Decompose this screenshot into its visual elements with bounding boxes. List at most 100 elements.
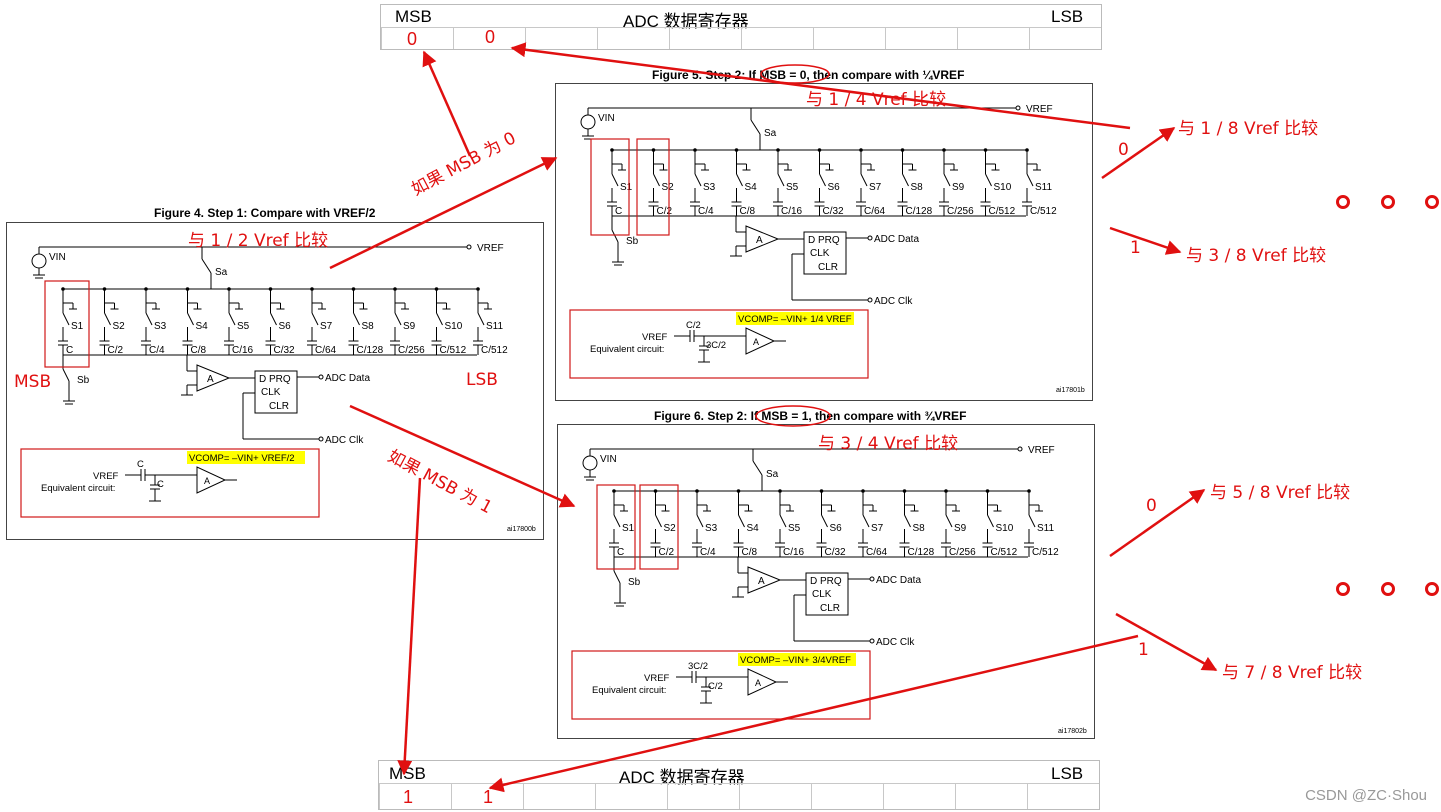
capacitor-label: C/256 <box>947 206 974 217</box>
eq-vref-label: VREF <box>93 471 119 482</box>
switch-label: S4 <box>745 182 758 193</box>
switch-label: S9 <box>952 182 965 193</box>
switch-label: S1 <box>620 182 633 193</box>
switch-label: S2 <box>113 321 126 332</box>
switch <box>819 173 826 187</box>
eq-cap2-label: 3C/2 <box>706 340 726 351</box>
switch <box>945 514 953 528</box>
register-msb-label: MSB <box>389 764 426 783</box>
register-lsb-label: LSB <box>1051 7 1084 26</box>
switch <box>943 173 951 187</box>
fig5-circuit: VINVREFSaS1CS2C/2S3C/4S4C/8S5C/16S6C/32S… <box>569 104 1085 394</box>
switch-label: S6 <box>830 523 843 534</box>
switch <box>862 514 870 528</box>
eq-comparator-label: A <box>755 678 761 688</box>
node <box>1027 489 1031 493</box>
vcomp-label: VCOMP= –VIN+ 1/4 VREF <box>738 314 852 325</box>
node <box>902 489 907 493</box>
if-msb-0-label: 如果 MSB 为 0 <box>408 128 520 201</box>
capacitor-label: C/32 <box>825 547 847 558</box>
sa-label: Sa <box>215 267 228 278</box>
node <box>393 287 397 291</box>
switch <box>1028 514 1036 528</box>
node <box>819 489 824 493</box>
node <box>310 287 314 291</box>
switch-label: S3 <box>703 182 716 193</box>
clk-label: CLK <box>810 248 830 259</box>
switch-label: S7 <box>320 321 333 332</box>
register-bit: 0 <box>407 29 418 49</box>
switch-label: S10 <box>445 321 463 332</box>
switch-label: S4 <box>747 523 760 534</box>
capacitor-label: C/128 <box>908 547 935 558</box>
comparator <box>196 364 231 392</box>
dff-label: D PRQ <box>810 576 842 587</box>
switch-label: S4 <box>196 321 209 332</box>
vref-terminal <box>1015 105 1021 111</box>
arrow-to-top-msb <box>422 50 472 157</box>
switch <box>696 514 704 528</box>
switch-label: S11 <box>1035 182 1052 193</box>
switch <box>311 312 319 326</box>
capacitor-label: C/64 <box>866 547 888 558</box>
switch <box>394 312 402 326</box>
eq-vref-label: VREF <box>644 673 670 684</box>
sb-switch <box>62 368 70 382</box>
node <box>610 148 614 152</box>
dff-label: D PRQ <box>259 374 291 385</box>
node <box>985 489 990 493</box>
switch <box>270 312 277 326</box>
d-flip-flop <box>805 572 849 616</box>
switch <box>477 312 485 326</box>
node <box>695 489 699 493</box>
node <box>861 489 865 493</box>
capacitor-label: C/256 <box>398 345 425 356</box>
capacitor-label: C/2 <box>659 547 675 558</box>
capacitor-label: C/16 <box>781 206 803 217</box>
d-flip-flop <box>803 231 847 275</box>
register-bit: 0 <box>485 27 496 47</box>
switch <box>436 312 443 326</box>
adc-clk-terminal <box>318 436 324 442</box>
vin-label: VIN <box>600 454 617 465</box>
sa-label: Sa <box>764 128 777 139</box>
switch-label: S9 <box>403 321 416 332</box>
eq-comparator <box>745 327 776 355</box>
switch <box>353 312 360 326</box>
equivalent-circuit-box <box>569 309 869 379</box>
register-msb-label: MSB <box>395 7 432 26</box>
branch-bit-0: 0 <box>1146 496 1157 516</box>
adc-data-terminal <box>867 235 873 241</box>
eq-cap1-label: C/2 <box>686 320 701 331</box>
highlight-box <box>639 484 679 570</box>
comparator-label: A <box>758 576 765 587</box>
switch-label: S5 <box>786 182 799 193</box>
fig6-annotation: 与 3 / 4 Vref 比较 <box>818 434 959 454</box>
node <box>778 489 782 493</box>
switch <box>611 173 619 187</box>
node <box>817 148 822 152</box>
adc-data-label: ADC Data <box>325 373 370 384</box>
switch <box>694 173 702 187</box>
node <box>227 287 231 291</box>
node <box>434 287 439 291</box>
fig4-caption: Figure 4. Step 1: Compare with VREF/2 <box>154 206 376 220</box>
switch <box>653 173 660 187</box>
switch-label: S6 <box>828 182 841 193</box>
switch-label: S9 <box>954 523 967 534</box>
capacitor-label: C/8 <box>191 345 207 356</box>
node <box>651 148 656 152</box>
branch-bit-1: 1 <box>1130 238 1141 258</box>
switch <box>1026 173 1034 187</box>
capacitor-label: C/8 <box>740 206 756 217</box>
vin-label: VIN <box>598 113 615 124</box>
compare-3-8-label: 与 3 / 8 Vref 比较 <box>1186 246 1327 266</box>
sb-switch <box>613 570 621 584</box>
switch-label: S5 <box>788 523 801 534</box>
vcomp-highlight <box>736 312 854 325</box>
switch-label: S11 <box>486 321 503 332</box>
switch-label: S2 <box>664 523 677 534</box>
eq-vref-label: VREF <box>642 332 668 343</box>
